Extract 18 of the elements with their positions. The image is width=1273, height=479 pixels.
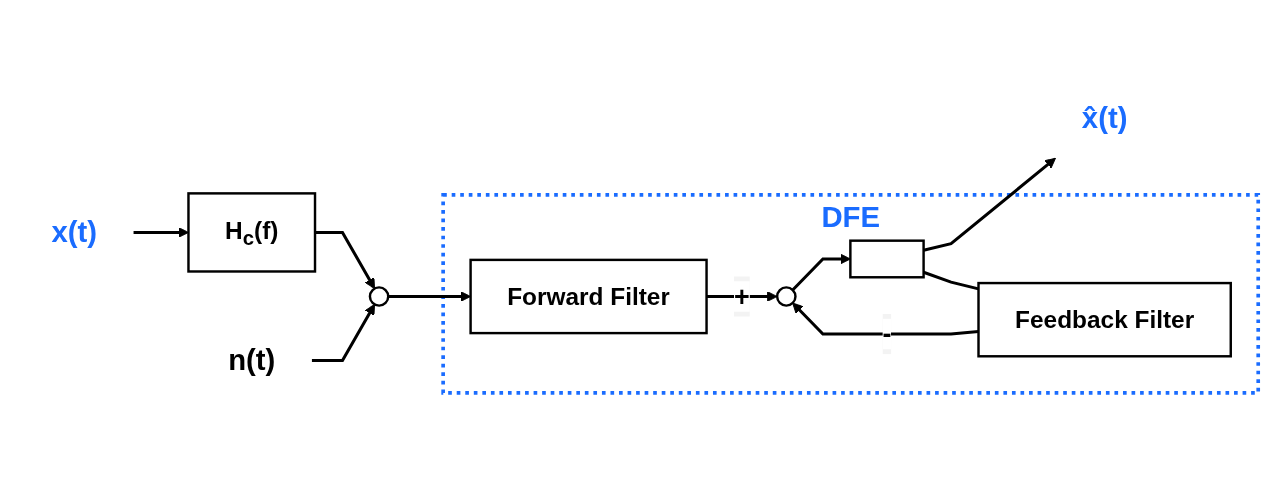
- node-text: x̂(t): [1081, 101, 1128, 135]
- node-box: H$_{c}$(f): [187, 192, 317, 273]
- node-circle: [775, 286, 797, 308]
- arrow: [792, 302, 979, 336]
- node-text: n(t): [228, 343, 276, 377]
- node-box: [849, 239, 925, 279]
- arrow: [311, 304, 376, 363]
- node-circle: [368, 286, 390, 308]
- connector: [923, 271, 979, 291]
- arrow: [791, 253, 851, 292]
- arrow: [315, 231, 376, 290]
- arrow: [923, 158, 1056, 252]
- node-text: x(t): [51, 215, 97, 249]
- edge-label: +: [734, 281, 750, 312]
- arrow: [133, 227, 189, 238]
- node-box: Forward Filter: [469, 258, 708, 335]
- node-box: Feedback Filter: [977, 282, 1232, 358]
- edge-label: -: [882, 318, 892, 350]
